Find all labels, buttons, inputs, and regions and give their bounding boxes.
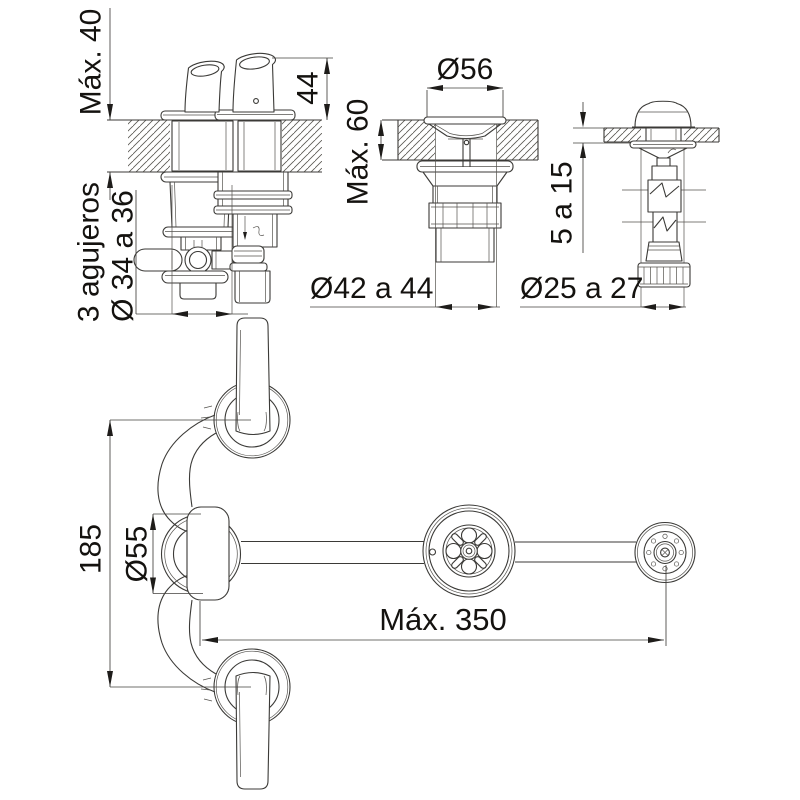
popup-rod xyxy=(647,179,682,213)
deck-hatch-left xyxy=(128,120,170,172)
dim-label-waste-hole-diameter: Ø42 a 44 xyxy=(310,272,433,305)
dim-label-holes-note: 3 agujeros xyxy=(73,182,106,322)
popup-knob xyxy=(634,100,692,128)
dim-label-handle-height: 44 xyxy=(292,71,325,104)
dim-line-56 xyxy=(426,87,504,117)
popup-knob-plan xyxy=(634,521,696,584)
front-section-view: Máx. 40 44 3 agujeros Ø 34 a 36 xyxy=(73,8,333,322)
waste-section-view: Ø56 Máx. 60 Ø42 a 44 xyxy=(310,53,539,310)
tube-bottom-outer xyxy=(157,574,216,693)
dim-line-350 xyxy=(199,565,667,646)
spout-base xyxy=(186,506,230,601)
tube-top-inner xyxy=(188,432,217,508)
popup-rod-clip xyxy=(252,226,265,236)
dim-label-deck-range: 5 a 15 xyxy=(546,161,579,244)
plan-view: 185 Ø55 Máx. 350 xyxy=(75,317,696,790)
deck-hatch-left xyxy=(604,128,641,142)
bottom-lever xyxy=(235,671,271,790)
deck-hatch-right xyxy=(497,120,538,160)
dim-label-holes-diameter: Ø 34 a 36 xyxy=(107,190,140,322)
handle-screw-dot xyxy=(253,98,259,104)
rim-screw xyxy=(428,548,437,556)
dim-label-max-counter-waste: Máx. 60 xyxy=(342,99,375,206)
dim-label-body-diameter: Ø55 xyxy=(121,526,154,583)
left-valve-tailpiece xyxy=(179,282,217,300)
left-handle xyxy=(184,60,225,113)
right-valve-tailpiece xyxy=(234,270,271,304)
right-valve-body xyxy=(237,120,282,172)
dim-line-5-15 xyxy=(573,102,630,253)
dim-line-185 xyxy=(109,419,251,688)
dim-label-handle-spread: 185 xyxy=(75,524,108,574)
spout-pipe xyxy=(241,540,424,565)
dim-label-max-counter-front: Máx. 40 xyxy=(75,9,108,116)
deck-hatch-right xyxy=(282,120,322,172)
deck-hatch-left xyxy=(398,120,435,160)
left-valve-body xyxy=(171,120,234,172)
waste-tailpipe xyxy=(435,227,495,263)
dim-label-max-spout-reach: Máx. 350 xyxy=(379,602,507,637)
popup-pipe xyxy=(515,541,636,563)
popup-rod-view: 5 a 15 Ø25 a 27 xyxy=(520,100,720,310)
drain-strainer xyxy=(422,504,516,598)
ball-joint xyxy=(184,246,212,274)
hose-nut xyxy=(133,248,183,272)
deck-hatch-right xyxy=(684,128,719,142)
dim-label-flange-diameter: Ø56 xyxy=(437,53,494,86)
waste-lip xyxy=(423,116,507,125)
popup-knurled-nut xyxy=(637,262,691,288)
dim-label-popup-hole-diameter: Ø25 a 27 xyxy=(520,272,643,305)
tube-bottom-inner xyxy=(188,599,217,675)
top-lever xyxy=(235,317,271,436)
tube-top-outer xyxy=(157,414,216,533)
